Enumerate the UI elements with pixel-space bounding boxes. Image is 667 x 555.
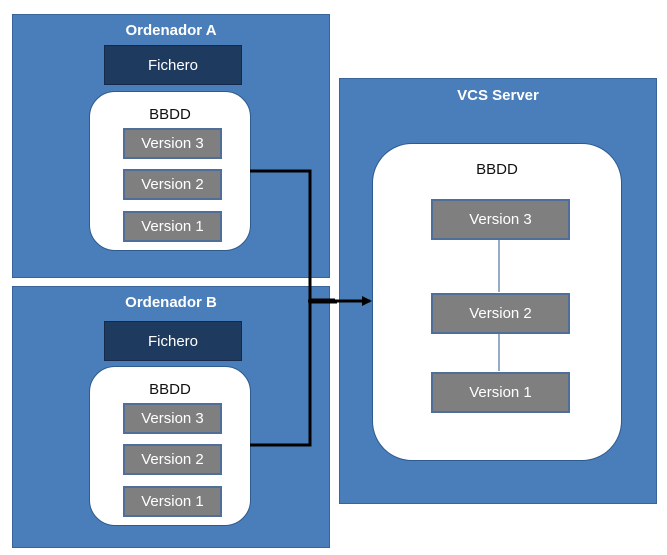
computer-a-database: BBDD Version 3 Version 2 Version 1: [89, 91, 251, 251]
arrow-from-computer-a: [250, 169, 335, 302]
computer-b-version-1: Version 1: [123, 486, 222, 517]
computer-b-version-3: Version 3: [123, 403, 222, 434]
vcs-server-panel: VCS Server BBDD Version 3 Version 2 Vers…: [339, 78, 657, 504]
vcs-server-db-label: BBDD: [476, 161, 518, 178]
computer-a-version-1: Version 1: [123, 211, 222, 242]
arrow-from-computer-b: [250, 300, 337, 447]
vcs-server-version-1: Version 1: [431, 372, 570, 413]
vcs-server-version-2: Version 2: [431, 293, 570, 334]
computer-a-panel: Ordenador A Fichero BBDD Version 3 Versi…: [12, 14, 330, 278]
computer-b-db-label: BBDD: [149, 381, 191, 398]
vcs-server-version-3: Version 3: [431, 199, 570, 240]
computer-b-title: Ordenador B: [125, 294, 217, 311]
vcs-server-title: VCS Server: [457, 87, 539, 104]
computer-a-version-3: Version 3: [123, 128, 222, 159]
computer-a-title: Ordenador A: [125, 22, 217, 39]
computer-a-file: Fichero: [104, 45, 242, 85]
computer-b-version-2: Version 2: [123, 444, 222, 475]
computer-b-file: Fichero: [104, 321, 242, 361]
computer-a-version-2: Version 2: [123, 169, 222, 200]
computer-b-panel: Ordenador B Fichero BBDD Version 3 Versi…: [12, 286, 330, 548]
computer-b-database: BBDD Version 3 Version 2 Version 1: [89, 366, 251, 526]
computer-a-db-label: BBDD: [149, 106, 191, 123]
